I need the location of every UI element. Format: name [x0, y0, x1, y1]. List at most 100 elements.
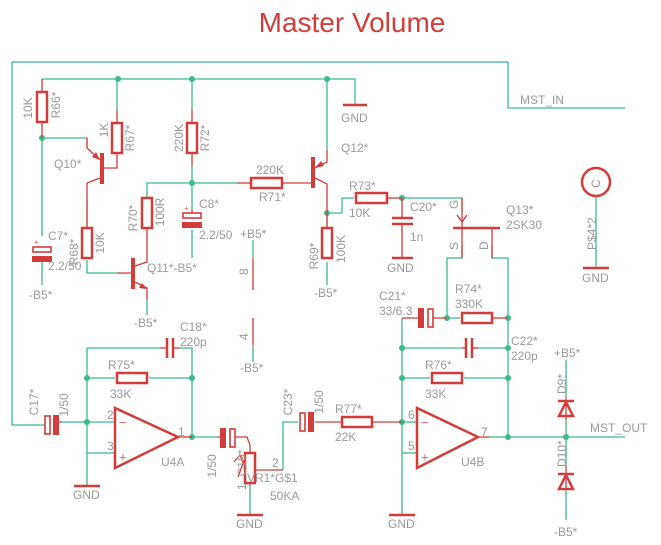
label-parts-q13-g: G [447, 200, 461, 209]
resistor-r68 [80, 226, 94, 260]
gnd-symbols [74, 103, 609, 517]
capacitor-c19 [218, 428, 251, 453]
label-nets-gnd: GND [236, 517, 263, 531]
label-parts-u4b-pin5: 5 [408, 439, 415, 453]
label-parts-r76-name: R76* [425, 358, 452, 372]
label-parts-r70-value: 100R [153, 197, 167, 226]
net-mst-in: MST_IN [520, 93, 564, 107]
label-parts-q10-name: Q10* [54, 157, 82, 171]
label-parts-c8-value: 2.2/50 [199, 228, 233, 242]
capacitor-c7: + [32, 238, 52, 262]
label-parts-c17-name: C17* [27, 388, 41, 415]
resistor-r75 [115, 371, 149, 385]
label-parts-c23-name: C23* [281, 388, 295, 415]
resistor-r67 [110, 121, 124, 155]
potentiometer-vr1 [233, 451, 283, 485]
label-parts-u4a-name: U4A [161, 455, 184, 469]
label-parts-r68-value: 10K [93, 232, 107, 253]
label-parts-r70-name: R70* [126, 204, 140, 231]
label-parts-vr1-pin2: 2 [272, 456, 279, 470]
opamp-u4b: −+ [415, 406, 490, 471]
label-parts-ps4-pin: C [589, 179, 603, 188]
svg-text:+: + [119, 451, 127, 466]
capacitor-c18 [160, 338, 180, 358]
label-nets-neg: -B5* [554, 525, 578, 539]
label-parts-q12-name: Q12* [341, 141, 369, 155]
label-parts-r71-value: 220K [256, 163, 284, 177]
label-nets-pos: +B5* [240, 227, 267, 241]
label-parts-r74-value: 330K [455, 297, 483, 311]
label-parts-q13-s: S [447, 242, 461, 250]
label-parts-q13-d: D [477, 241, 491, 250]
resistor-r66 [35, 90, 49, 124]
label-parts-ps4-name: P$4*2 [585, 217, 599, 250]
components: + + −+ −+ [32, 79, 612, 517]
resistor-r74 [460, 311, 494, 325]
label-nets-neg: -B5* [314, 286, 338, 300]
label-parts-r69-value: 100K [334, 235, 348, 263]
label-parts-r77-value: 22K [335, 430, 356, 444]
label-parts-vr1-value: 50KA [270, 489, 299, 503]
label-parts-q13-name: Q13* [506, 203, 534, 217]
label-nets-gnd: GND [73, 488, 100, 502]
capacitor-c20 [392, 198, 413, 260]
resistor-r71 [249, 176, 284, 190]
capacitor-c21 [402, 308, 447, 328]
resistor-r69 [320, 226, 334, 260]
label-parts-u4b-pin6: 6 [408, 408, 415, 422]
label-parts-r69-name: R69* [307, 242, 321, 269]
label-parts-u4b-pin7: 7 [481, 425, 488, 439]
label-parts-u4pwr-pin4: 4 [237, 333, 251, 340]
label-parts-r68-name: R68* [67, 238, 81, 265]
label-parts-r72-name: R72* [198, 124, 212, 151]
labels: MST_IN MST_OUT GND GND GND GND GND GND -… [21, 91, 648, 539]
label-parts-c22-name: C22* [511, 334, 538, 348]
label-parts-q13-value: 2SK30 [506, 218, 542, 232]
transistor-q13 [453, 198, 500, 258]
label-parts-c7-value: 2.2/50 [48, 259, 82, 273]
resistor-r76 [430, 371, 464, 385]
label-parts-r77-name: R77* [335, 402, 362, 416]
label-parts-c8-name: C8* [199, 197, 219, 211]
label-parts-r67-name: R67* [123, 124, 137, 151]
label-parts-r73-name: R73* [349, 179, 376, 193]
label-parts-u4a-pin2: 2 [107, 408, 114, 422]
label-parts-d10-name: D10* [555, 440, 569, 467]
transistor-q10 [86, 138, 104, 184]
label-parts-c21-name: C21* [379, 289, 406, 303]
svg-text:+: + [184, 204, 189, 213]
resistor-r72 [185, 121, 199, 155]
capacitor-c8: + [182, 204, 202, 228]
label-nets-neg: -B5* [134, 316, 158, 330]
label-parts-r75-value: 33K [110, 387, 131, 401]
label-parts-c19-value: 1/50 [205, 454, 219, 478]
capacitor-c22 [462, 338, 478, 358]
label-nets-neg: -B5* [29, 288, 53, 302]
transistor-q12 [311, 150, 328, 200]
label-parts-c23-value: 1/50 [312, 390, 326, 414]
label-parts-c20-value: 1n [410, 230, 423, 244]
label-parts-u4b-name: U4B [461, 455, 484, 469]
svg-text:+: + [421, 451, 429, 466]
label-nets-neg: -B5* [240, 361, 264, 375]
label-parts-c19-name: C19* [235, 449, 249, 476]
diode-d10 [556, 466, 576, 491]
capacitor-c23 [299, 412, 314, 432]
net-mst-out: MST_OUT [590, 421, 648, 435]
page-title: Master Volume [259, 7, 446, 38]
capacitor-c17 [44, 415, 62, 435]
label-parts-d9-name: D9* [555, 374, 569, 394]
label-parts-r76-value: 33K [425, 387, 446, 401]
label-nets-pos: +B5* [554, 346, 581, 360]
resistor-r77 [340, 415, 374, 429]
junctions [39, 76, 569, 440]
label-parts-r74-name: R74* [455, 282, 482, 296]
label-parts-c21-value: 33/6.3 [379, 304, 413, 318]
label-parts-r71-name: R71* [259, 190, 286, 204]
connector-ps4 [580, 166, 612, 198]
resistor-r73 [354, 191, 389, 205]
label-parts-c7-name: C7* [48, 229, 68, 243]
label-parts-r66-value: 10K [21, 97, 35, 118]
svg-text:+: + [34, 238, 39, 247]
